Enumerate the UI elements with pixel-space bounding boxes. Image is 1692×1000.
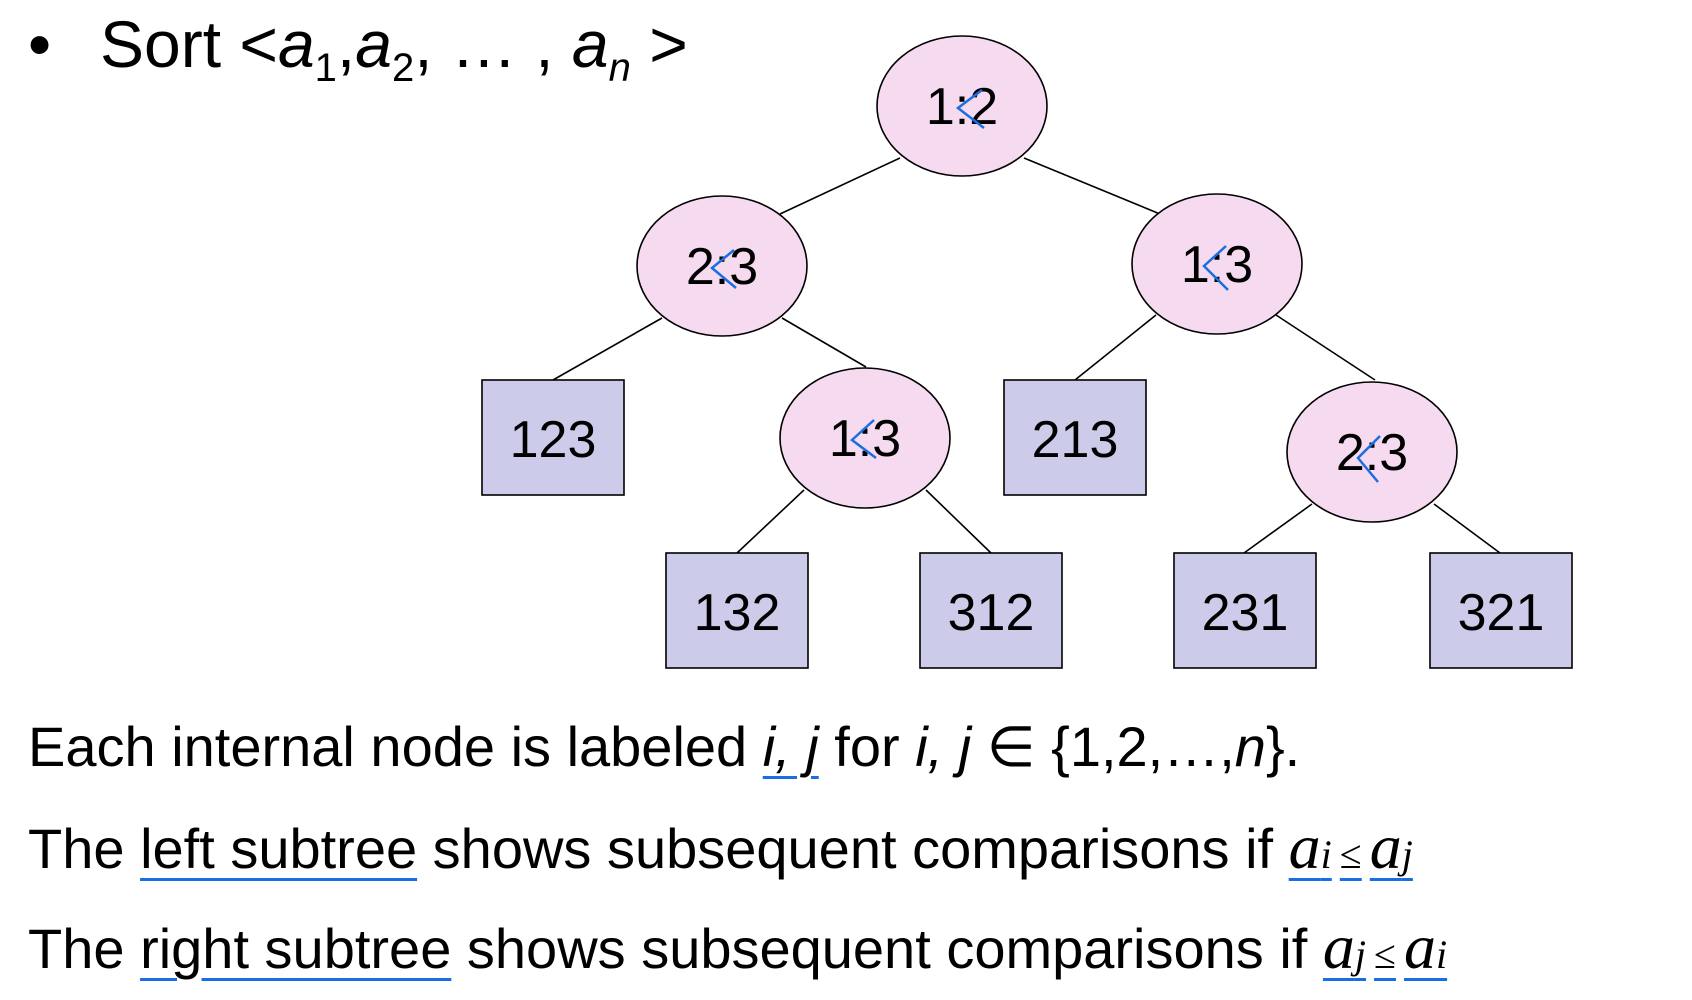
leaf-label: 123 (510, 411, 597, 469)
edge-23b-231 (1243, 503, 1313, 554)
ij-label: i, j (915, 715, 972, 778)
edge-13b-213 (1074, 314, 1157, 381)
edge-13a-312 (925, 489, 992, 554)
headline-sep: , (336, 7, 356, 81)
index-j: j (1354, 932, 1367, 977)
sub-n: n (608, 46, 631, 90)
internal-node-description: Each internal node is labeled i, j for i… (28, 712, 1300, 782)
edge-23a-13a (781, 317, 867, 368)
decision-tree: 1:2 2:3 1:3 1:3 2:3 123 213 132 312 (481, 35, 1573, 669)
ij-underlined: i, j (763, 715, 819, 778)
var-a: a (1403, 911, 1436, 982)
condition-aj-le-ai: aj≤ai (1323, 911, 1447, 982)
index-i: i (1435, 932, 1448, 977)
less-than-annotation-icon (955, 89, 985, 129)
internal-node-2-3-right: 2:3 (1286, 381, 1458, 523)
tree-edges (552, 157, 1501, 554)
edge-root-right (1023, 157, 1161, 215)
condition-ai-le-aj: ai≤aj (1289, 811, 1413, 882)
internal-node-root: 1:2 (876, 35, 1048, 177)
node-label: 1:2 (926, 78, 998, 136)
leaf-312: 312 (919, 552, 1063, 669)
less-than-annotation-icon (710, 249, 737, 289)
element-of-symbol: ∈ (971, 715, 1052, 778)
text: shows subsequent comparisons if (417, 817, 1289, 880)
leaf-label: 231 (1202, 584, 1289, 642)
internal-node-2-3-left: 2:3 (636, 195, 808, 337)
leaf-label: 213 (1032, 411, 1119, 469)
node-label: 2:3 (686, 238, 758, 296)
node-label: 2:3 (1336, 424, 1408, 482)
left-subtree-description: The left subtree shows subsequent compar… (28, 812, 1413, 890)
var-a: a (1369, 811, 1402, 882)
right-subtree-term: right subtree (140, 917, 452, 980)
var-a: a (1288, 811, 1321, 882)
leaf-label: 321 (1458, 584, 1545, 642)
text: The (28, 817, 141, 880)
internal-node-1-3-right: 1:3 (1131, 193, 1303, 335)
text: Each internal node is labeled (28, 715, 763, 778)
sub-2: 2 (391, 46, 415, 90)
headline-ellipsis: , … , (414, 7, 572, 81)
bullet: • (28, 7, 52, 81)
less-than-annotation-icon (1202, 245, 1229, 291)
left-subtree-term: left subtree (140, 817, 418, 880)
internal-node-1-3-mid: 1:3 (779, 367, 951, 509)
edge-13a-132 (736, 489, 805, 554)
headline-suffix: > (630, 7, 688, 81)
edge-23a-123 (552, 317, 663, 381)
set-text: {1,2,…, (1051, 715, 1235, 778)
set-text: }. (1265, 715, 1301, 778)
leaf-321: 321 (1429, 552, 1573, 669)
var-a: a (571, 7, 609, 81)
var-a: a (355, 7, 392, 81)
less-than-annotation-icon (850, 419, 877, 459)
var-n: n (1234, 715, 1266, 778)
leaf-213: 213 (1003, 379, 1147, 496)
edge-root-left (779, 157, 901, 215)
sub-1: 1 (314, 46, 337, 90)
le-symbol: ≤ (1374, 932, 1396, 977)
right-subtree-description: The right subtree shows subsequent compa… (28, 912, 1447, 990)
headline-prefix: Sort < (100, 7, 278, 81)
sort-headline: •Sort <a1,a2, … , an > (28, 4, 688, 88)
leaf-132: 132 (665, 552, 809, 669)
node-label: 1:3 (1181, 236, 1253, 294)
leaf-231: 231 (1173, 552, 1317, 669)
var-a: a (277, 7, 315, 81)
var-a: a (1322, 911, 1355, 982)
leaf-123: 123 (481, 379, 625, 496)
less-than-annotation-icon (1356, 435, 1381, 483)
text: for (818, 715, 916, 778)
le-symbol: ≤ (1339, 832, 1362, 877)
edge-23b-321 (1433, 503, 1501, 554)
ij-label: i, j (762, 715, 819, 778)
index-i: i (1320, 832, 1332, 877)
edge-13b-23b (1275, 314, 1376, 381)
text: shows subsequent comparisons if (451, 917, 1323, 980)
index-j: j (1401, 832, 1413, 877)
text: The (28, 917, 141, 980)
node-label: 1:3 (829, 410, 901, 468)
leaf-label: 312 (948, 584, 1035, 642)
leaf-label: 132 (694, 584, 781, 642)
